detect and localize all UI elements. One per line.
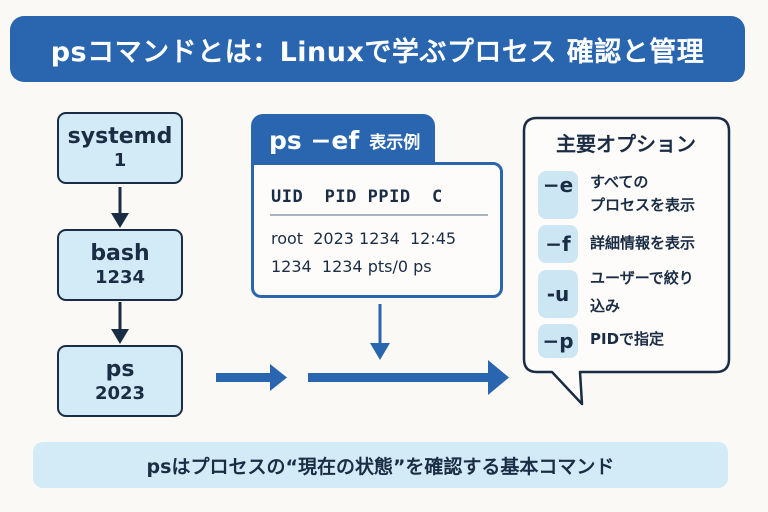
ps-example-tab: ps −ef 表示例 bbox=[251, 114, 435, 166]
panel-down-arrow bbox=[370, 304, 390, 360]
process-name: bash bbox=[90, 241, 150, 266]
option-description-line: ユーザーで絞り bbox=[590, 269, 694, 287]
ps-example-label: 表示例 bbox=[369, 132, 421, 153]
process-node-ps: ps 2023 bbox=[57, 345, 183, 417]
summary-text: psはプロセスの“現在の状態”を確認する基本コマンド bbox=[146, 455, 615, 478]
process-node-systemd: systemd 1 bbox=[57, 112, 183, 184]
ps-header-divider bbox=[270, 214, 488, 216]
options-title: 主要オプション bbox=[556, 132, 696, 156]
ps-output-header: UID PID PPID C bbox=[271, 187, 443, 207]
option-description-line: すべての bbox=[590, 173, 649, 191]
option-description: すべての プロセスを表示 bbox=[590, 171, 695, 217]
option-flag: −p bbox=[538, 324, 578, 358]
process-pid: 1234 bbox=[94, 267, 146, 289]
flow-arrow-long bbox=[308, 360, 509, 395]
option-description: PIDで指定 bbox=[590, 328, 664, 351]
option-item-p: −p PIDで指定 bbox=[538, 324, 664, 358]
ps-output-panel: UID PID PPID C root 2023 1234 12:45 1234… bbox=[251, 162, 503, 298]
process-node-bash: bash 1234 bbox=[57, 229, 183, 301]
process-pid: 2023 bbox=[94, 383, 146, 405]
summary-banner: psはプロセスの“現在の状態”を確認する基本コマンド bbox=[33, 442, 728, 488]
ps-command: ps −ef bbox=[269, 125, 360, 155]
option-description-line: プロセスを表示 bbox=[590, 196, 696, 214]
option-flag: −e bbox=[538, 171, 578, 219]
option-description: 詳細情報を表示 bbox=[590, 232, 695, 255]
flow-arrow-short bbox=[216, 364, 287, 391]
tree-arrow-systemd-to-bash bbox=[111, 187, 129, 228]
option-description: ユーザーで絞り 込み bbox=[590, 264, 694, 320]
process-pid: 1 bbox=[113, 150, 127, 172]
ps-output-row: 1234 1234 pts/0 ps bbox=[271, 257, 432, 276]
option-item-u: -u ユーザーで絞り 込み bbox=[538, 269, 694, 320]
option-item-e: −e すべての プロセスを表示 bbox=[538, 171, 695, 219]
process-name: ps bbox=[105, 357, 135, 382]
option-description-line: 詳細情報を表示 bbox=[590, 234, 696, 252]
option-description-line: PIDで指定 bbox=[590, 330, 665, 348]
option-flag: −f bbox=[538, 225, 578, 263]
option-description-line: 込み bbox=[590, 297, 621, 315]
title-text: psコマンドとは：Linuxで学ぶプロセス 確認と管理 bbox=[50, 36, 705, 68]
title-banner: psコマンドとは：Linuxで学ぶプロセス 確認と管理 bbox=[10, 16, 745, 82]
tree-arrow-bash-to-ps bbox=[111, 302, 129, 344]
option-flag: -u bbox=[538, 270, 578, 318]
process-name: systemd bbox=[67, 124, 173, 149]
ps-output-row: root 2023 1234 12:45 bbox=[271, 229, 457, 248]
option-item-f: −f 詳細情報を表示 bbox=[538, 225, 695, 263]
